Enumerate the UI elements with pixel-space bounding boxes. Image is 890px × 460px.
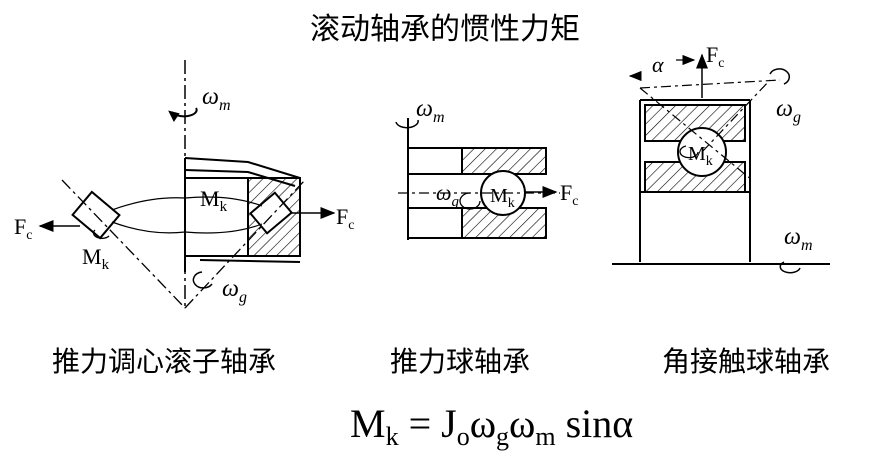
middle-fc-label: Fc	[560, 180, 578, 209]
middle-mk-label: Mk	[490, 185, 515, 211]
right-fc-label: Fc	[706, 42, 724, 71]
caption-thrust-ball: 推力球轴承	[390, 345, 531, 378]
caption-thrust-spherical-roller: 推力调心滚子轴承	[52, 345, 277, 378]
right-fc-label: Fc	[336, 204, 354, 233]
alpha-label: α	[652, 52, 664, 77]
right-mk-label: Mk	[688, 143, 713, 169]
right-omega-m-label: ωm	[784, 224, 813, 254]
middle-omega-g-label: ωg	[436, 180, 460, 210]
omega-g-rotation-arrow	[192, 271, 213, 289]
thrust-spherical-roller-bearing-diagram	[38, 60, 336, 310]
angular-contact-ball-bearing-diagram	[612, 53, 830, 274]
left-omega-g-label: ωg	[222, 276, 247, 306]
left-fc-label: Fc	[14, 214, 32, 243]
right-omega-g-label: ωg	[776, 96, 801, 126]
inertia-moment-formula: Mk = Joωgωm sinα	[350, 401, 634, 451]
left-mk-roller-label: Mk	[82, 244, 110, 273]
middle-omega-m-label: ωm	[416, 96, 445, 126]
thrust-ball-bearing-diagram	[395, 118, 560, 240]
page-title: 滚动轴承的惯性力矩	[310, 12, 580, 47]
caption-angular-contact-ball: 角接触球轴承	[662, 345, 831, 378]
left-mk-label: Mk	[200, 186, 228, 215]
left-omega-label: ωm	[202, 84, 231, 114]
